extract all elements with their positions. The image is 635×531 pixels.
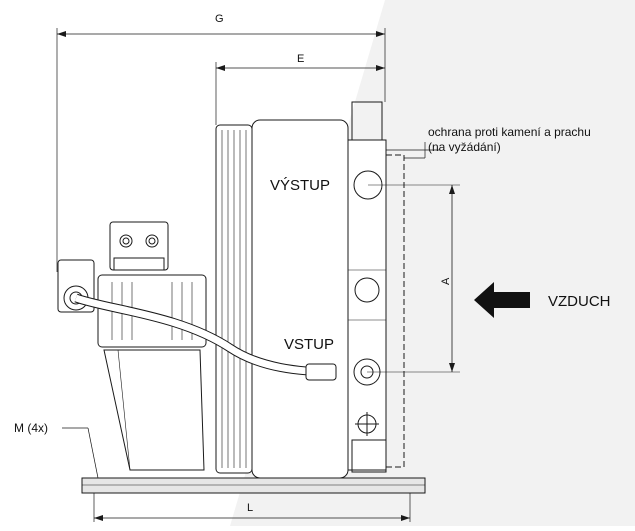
- radiator-core: [251, 119, 349, 479]
- air-flow-arrow: [474, 282, 530, 318]
- protection-note-line1: ochrana proti kamení a prachu: [428, 125, 591, 139]
- dim-e-label: E: [297, 53, 304, 65]
- mounting-label: M (4x): [14, 421, 48, 435]
- dim-a-label: A: [440, 277, 452, 285]
- dim-g-label: G: [215, 13, 224, 25]
- terminal-box: [109, 221, 169, 271]
- inlet-label: VSTUP: [284, 336, 334, 353]
- pump-housing: [103, 349, 205, 471]
- dim-l-label: L: [247, 502, 253, 514]
- air-label: VZDUCH: [548, 293, 611, 310]
- protection-note-line2: (na vyžádání): [428, 140, 501, 154]
- outlet-label: VÝSTUP: [270, 177, 330, 194]
- base-plate: [81, 477, 426, 494]
- protection-grid: [385, 154, 405, 468]
- motor-body: [97, 274, 207, 348]
- middle-plug: [354, 277, 380, 303]
